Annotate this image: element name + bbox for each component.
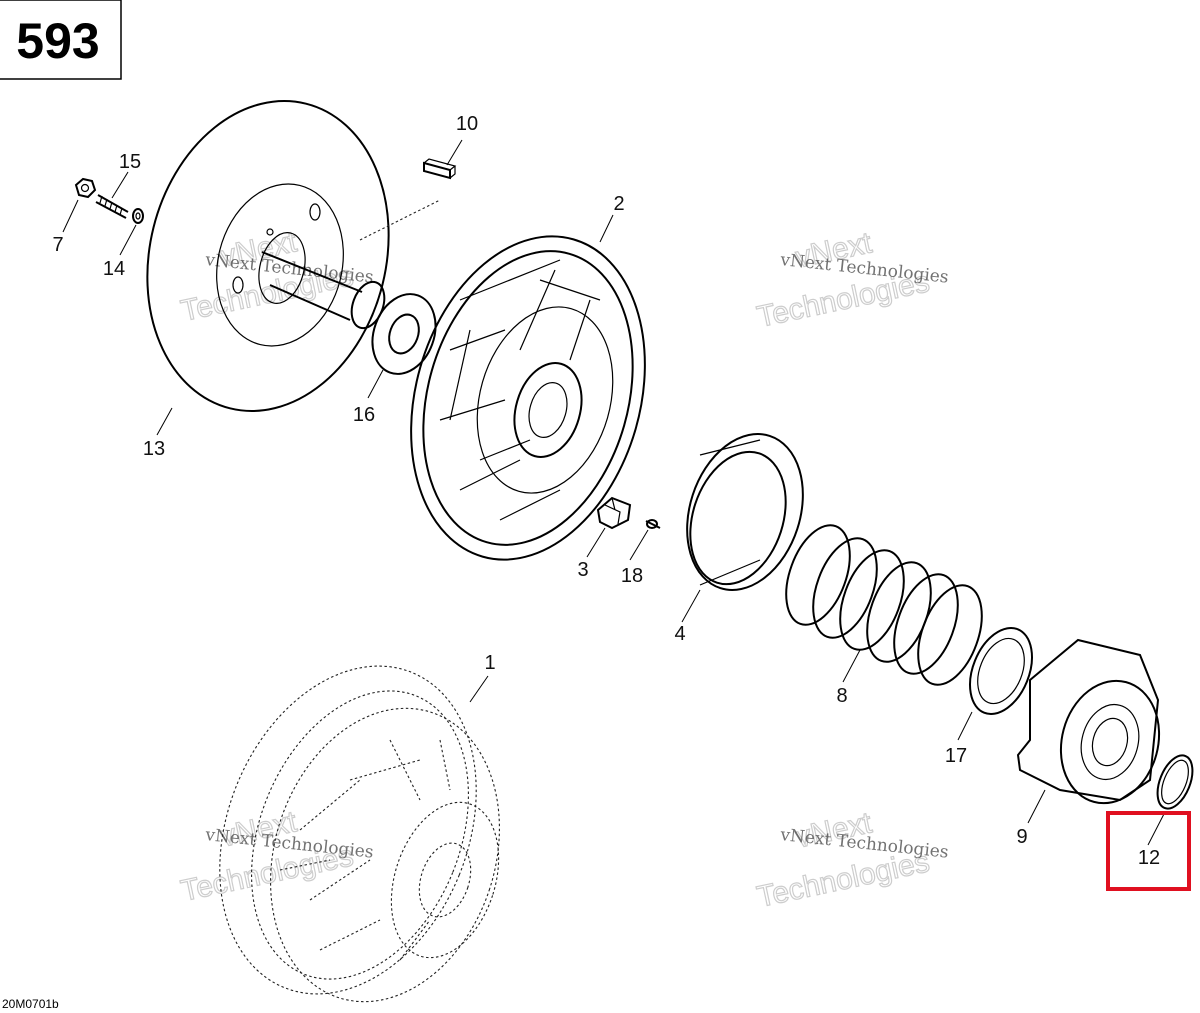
part-2-movable-sheave [410, 235, 646, 561]
figure-number-box: 593 [0, 0, 122, 80]
callout-15[interactable]: 15 [119, 151, 141, 173]
callout-1[interactable]: 1 [484, 652, 495, 674]
part-14-washer [132, 208, 144, 224]
part-17-washer [969, 626, 1033, 716]
drawing-reference: 20M0701b [2, 997, 59, 1011]
part-7-nut [74, 177, 97, 199]
callout-2[interactable]: 2 [613, 193, 624, 215]
part-3-slider-shoe [596, 496, 632, 530]
callout-8[interactable]: 8 [836, 685, 847, 707]
callout-14[interactable]: 14 [103, 258, 125, 280]
part-18-screw [645, 519, 661, 529]
callout-18[interactable]: 18 [621, 565, 643, 587]
part-1-driven-pulley-assembly [219, 665, 500, 1003]
leader-lines [62, 139, 1166, 846]
callout-3[interactable]: 3 [577, 559, 588, 581]
part-12-retaining-ring [1156, 754, 1194, 810]
callout-13[interactable]: 13 [143, 438, 165, 460]
part-13-fixed-sheave [146, 100, 441, 412]
callout-9[interactable]: 9 [1016, 826, 1027, 848]
callout-16[interactable]: 16 [353, 404, 375, 426]
part-10-key [423, 158, 457, 180]
callout-7[interactable]: 7 [52, 234, 63, 256]
figure-number: 593 [16, 13, 99, 69]
part-8-spring [785, 524, 983, 686]
part-16-washer [371, 293, 437, 375]
callout-10[interactable]: 10 [456, 113, 478, 135]
callout-17[interactable]: 17 [945, 745, 967, 767]
part-4-ring [686, 433, 804, 591]
callout-4[interactable]: 4 [674, 623, 685, 645]
callout-12[interactable]: 12 [1138, 847, 1160, 869]
part-9-cam [1016, 638, 1161, 805]
part-15-screw [95, 194, 129, 219]
highlight-box-callout-12 [1106, 811, 1191, 891]
